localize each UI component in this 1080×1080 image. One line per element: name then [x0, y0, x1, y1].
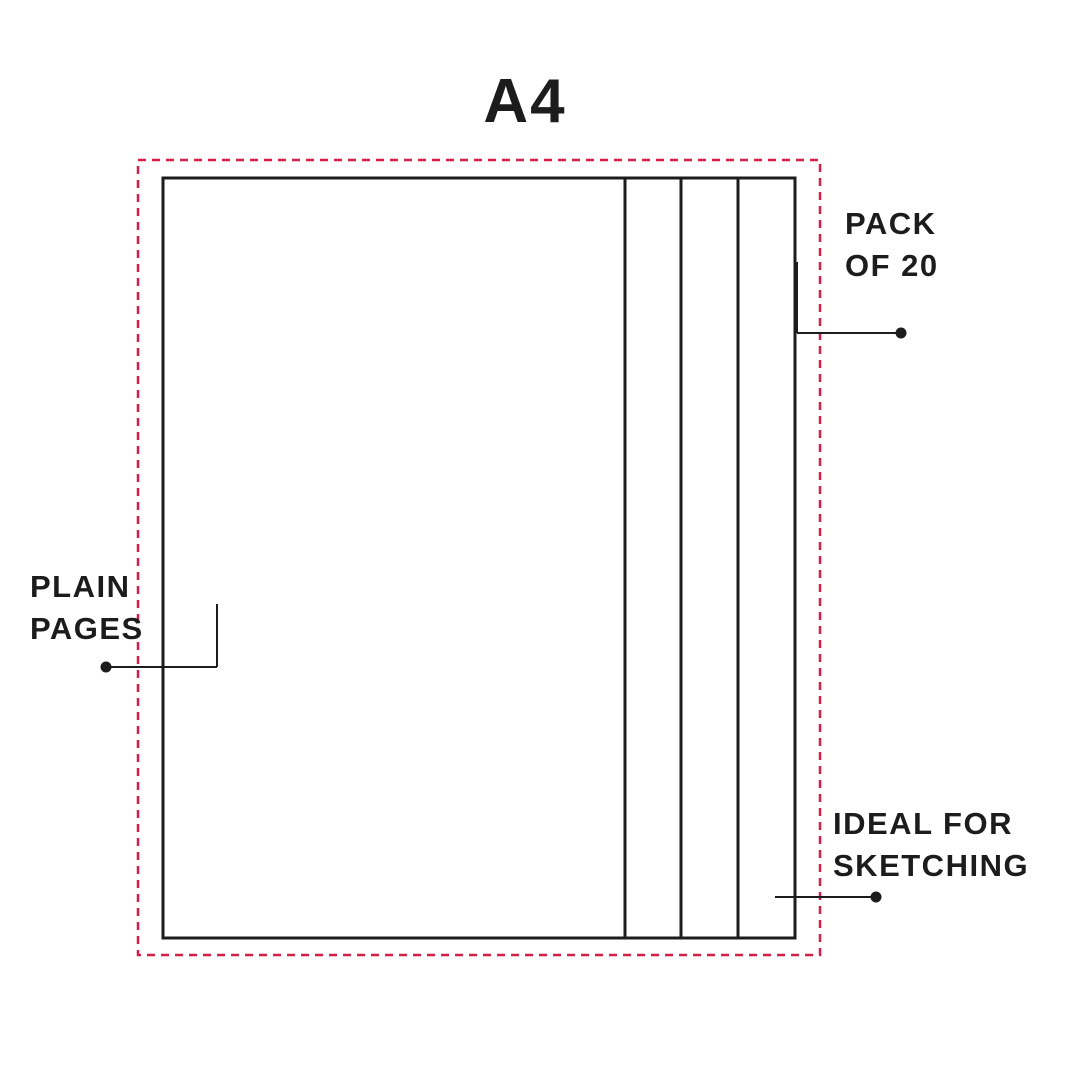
annotation-text-line: PAGES: [30, 611, 144, 646]
annotation-plain-pages: PLAIN PAGES: [30, 566, 144, 650]
leader-ideal-for-sketching: [775, 891, 882, 903]
annotation-text-line: IDEAL FOR: [833, 806, 1013, 841]
annotation-pack-of-20: PACK OF 20: [845, 203, 939, 287]
notepad-cover: [161, 176, 797, 940]
annotation-text-line: PACK: [845, 206, 937, 241]
annotation-ideal-for-sketching: IDEAL FOR SKETCHING: [833, 803, 1029, 887]
dashed-cut-border: [136, 158, 822, 957]
leader-pack-of-20: [796, 262, 907, 339]
leader-dot: [895, 327, 907, 339]
annotation-text-line: PLAIN: [30, 569, 131, 604]
annotation-text-line: SKETCHING: [833, 848, 1030, 883]
leader-plain-pages: [100, 604, 218, 673]
leader-dot: [870, 891, 882, 903]
size-title: A4: [483, 67, 567, 136]
leader-dot: [100, 661, 112, 673]
annotation-text-line: OF 20: [845, 248, 939, 283]
